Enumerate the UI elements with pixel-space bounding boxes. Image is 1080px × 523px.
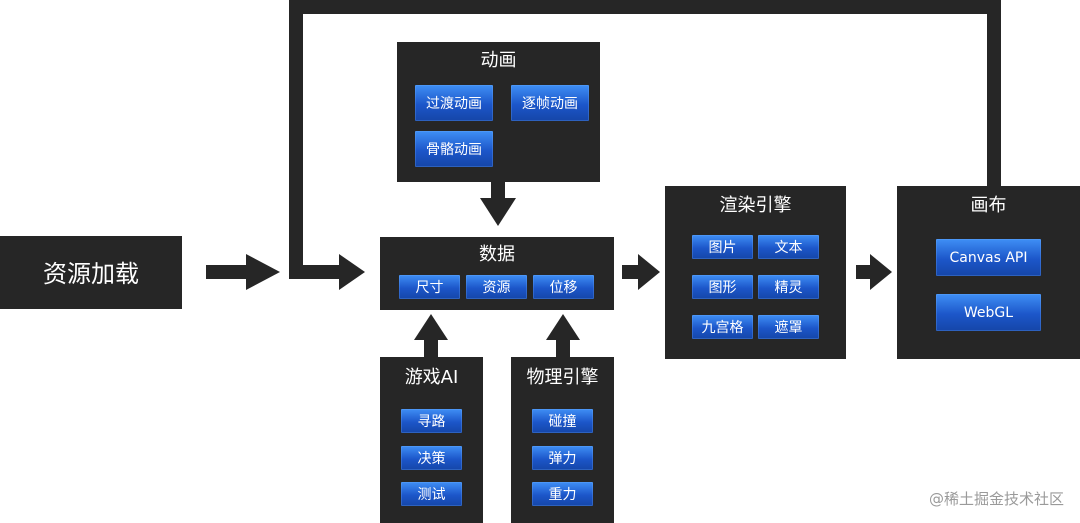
resource-loading-panel: 资源加载	[0, 236, 182, 309]
chip-size: 尺寸	[399, 275, 460, 299]
chip-webgl: WebGL	[936, 294, 1041, 331]
render-engine-title: 渲染引擎	[719, 195, 792, 216]
chip-mask: 遮罩	[758, 315, 819, 339]
chip-skeletal-animation: 骨骼动画	[415, 131, 493, 167]
physics-engine-title: 物理引擎	[526, 367, 599, 388]
chip-text: 文本	[758, 235, 819, 259]
arrow-feedback-to-data	[339, 254, 365, 290]
feedback-wire-horizontal-top	[289, 0, 1001, 14]
render-engine-panel: 渲染引擎 图片 文本 图形 精灵 九宫格 遮罩	[665, 186, 846, 359]
game-ai-panel: 游戏AI 寻路 决策 测试	[380, 357, 483, 523]
feedback-wire-horizontal-bottom	[289, 265, 341, 279]
chip-gravity: 重力	[532, 482, 593, 506]
resource-loading-title: 资源加载	[43, 260, 139, 288]
chip-image: 图片	[692, 235, 753, 259]
game-ai-title: 游戏AI	[404, 367, 459, 388]
animation-panel: 动画 过渡动画 逐帧动画 骨骼动画	[397, 42, 600, 182]
physics-engine-panel: 物理引擎 碰撞 弹力 重力	[511, 357, 614, 523]
chip-transition-animation: 过渡动画	[415, 85, 493, 121]
chip-decision: 决策	[401, 446, 462, 470]
chip-collision: 碰撞	[532, 409, 593, 433]
canvas-title: 画布	[970, 195, 1007, 216]
chip-displacement: 位移	[533, 275, 594, 299]
chip-pathfinding: 寻路	[401, 409, 462, 433]
chip-canvas-api: Canvas API	[936, 239, 1041, 276]
feedback-wire-vertical-right	[987, 0, 1001, 188]
canvas-panel: 画布 Canvas API WebGL	[897, 186, 1080, 359]
arrow-animation-to-data	[480, 182, 516, 226]
watermark: @稀土掘金技术社区	[928, 490, 1064, 508]
data-panel: 数据 尺寸 资源 位移	[380, 237, 614, 310]
chip-resource: 资源	[466, 275, 527, 299]
arrow-render-to-canvas	[856, 254, 892, 290]
chip-shape: 图形	[692, 275, 753, 299]
feedback-wire-vertical-left	[289, 0, 303, 279]
arrow-resource-to-data	[206, 254, 280, 290]
chip-testing: 测试	[401, 482, 462, 506]
chip-frame-animation: 逐帧动画	[511, 85, 589, 121]
arrow-data-to-render	[622, 254, 660, 290]
arrow-game-ai-to-data	[414, 314, 448, 358]
data-title: 数据	[479, 244, 515, 265]
chip-sprite: 精灵	[758, 275, 819, 299]
animation-title: 动画	[480, 50, 517, 71]
arrow-physics-to-data	[546, 314, 580, 358]
chip-nine-slice: 九宫格	[692, 315, 753, 339]
chip-elasticity: 弹力	[532, 446, 593, 470]
